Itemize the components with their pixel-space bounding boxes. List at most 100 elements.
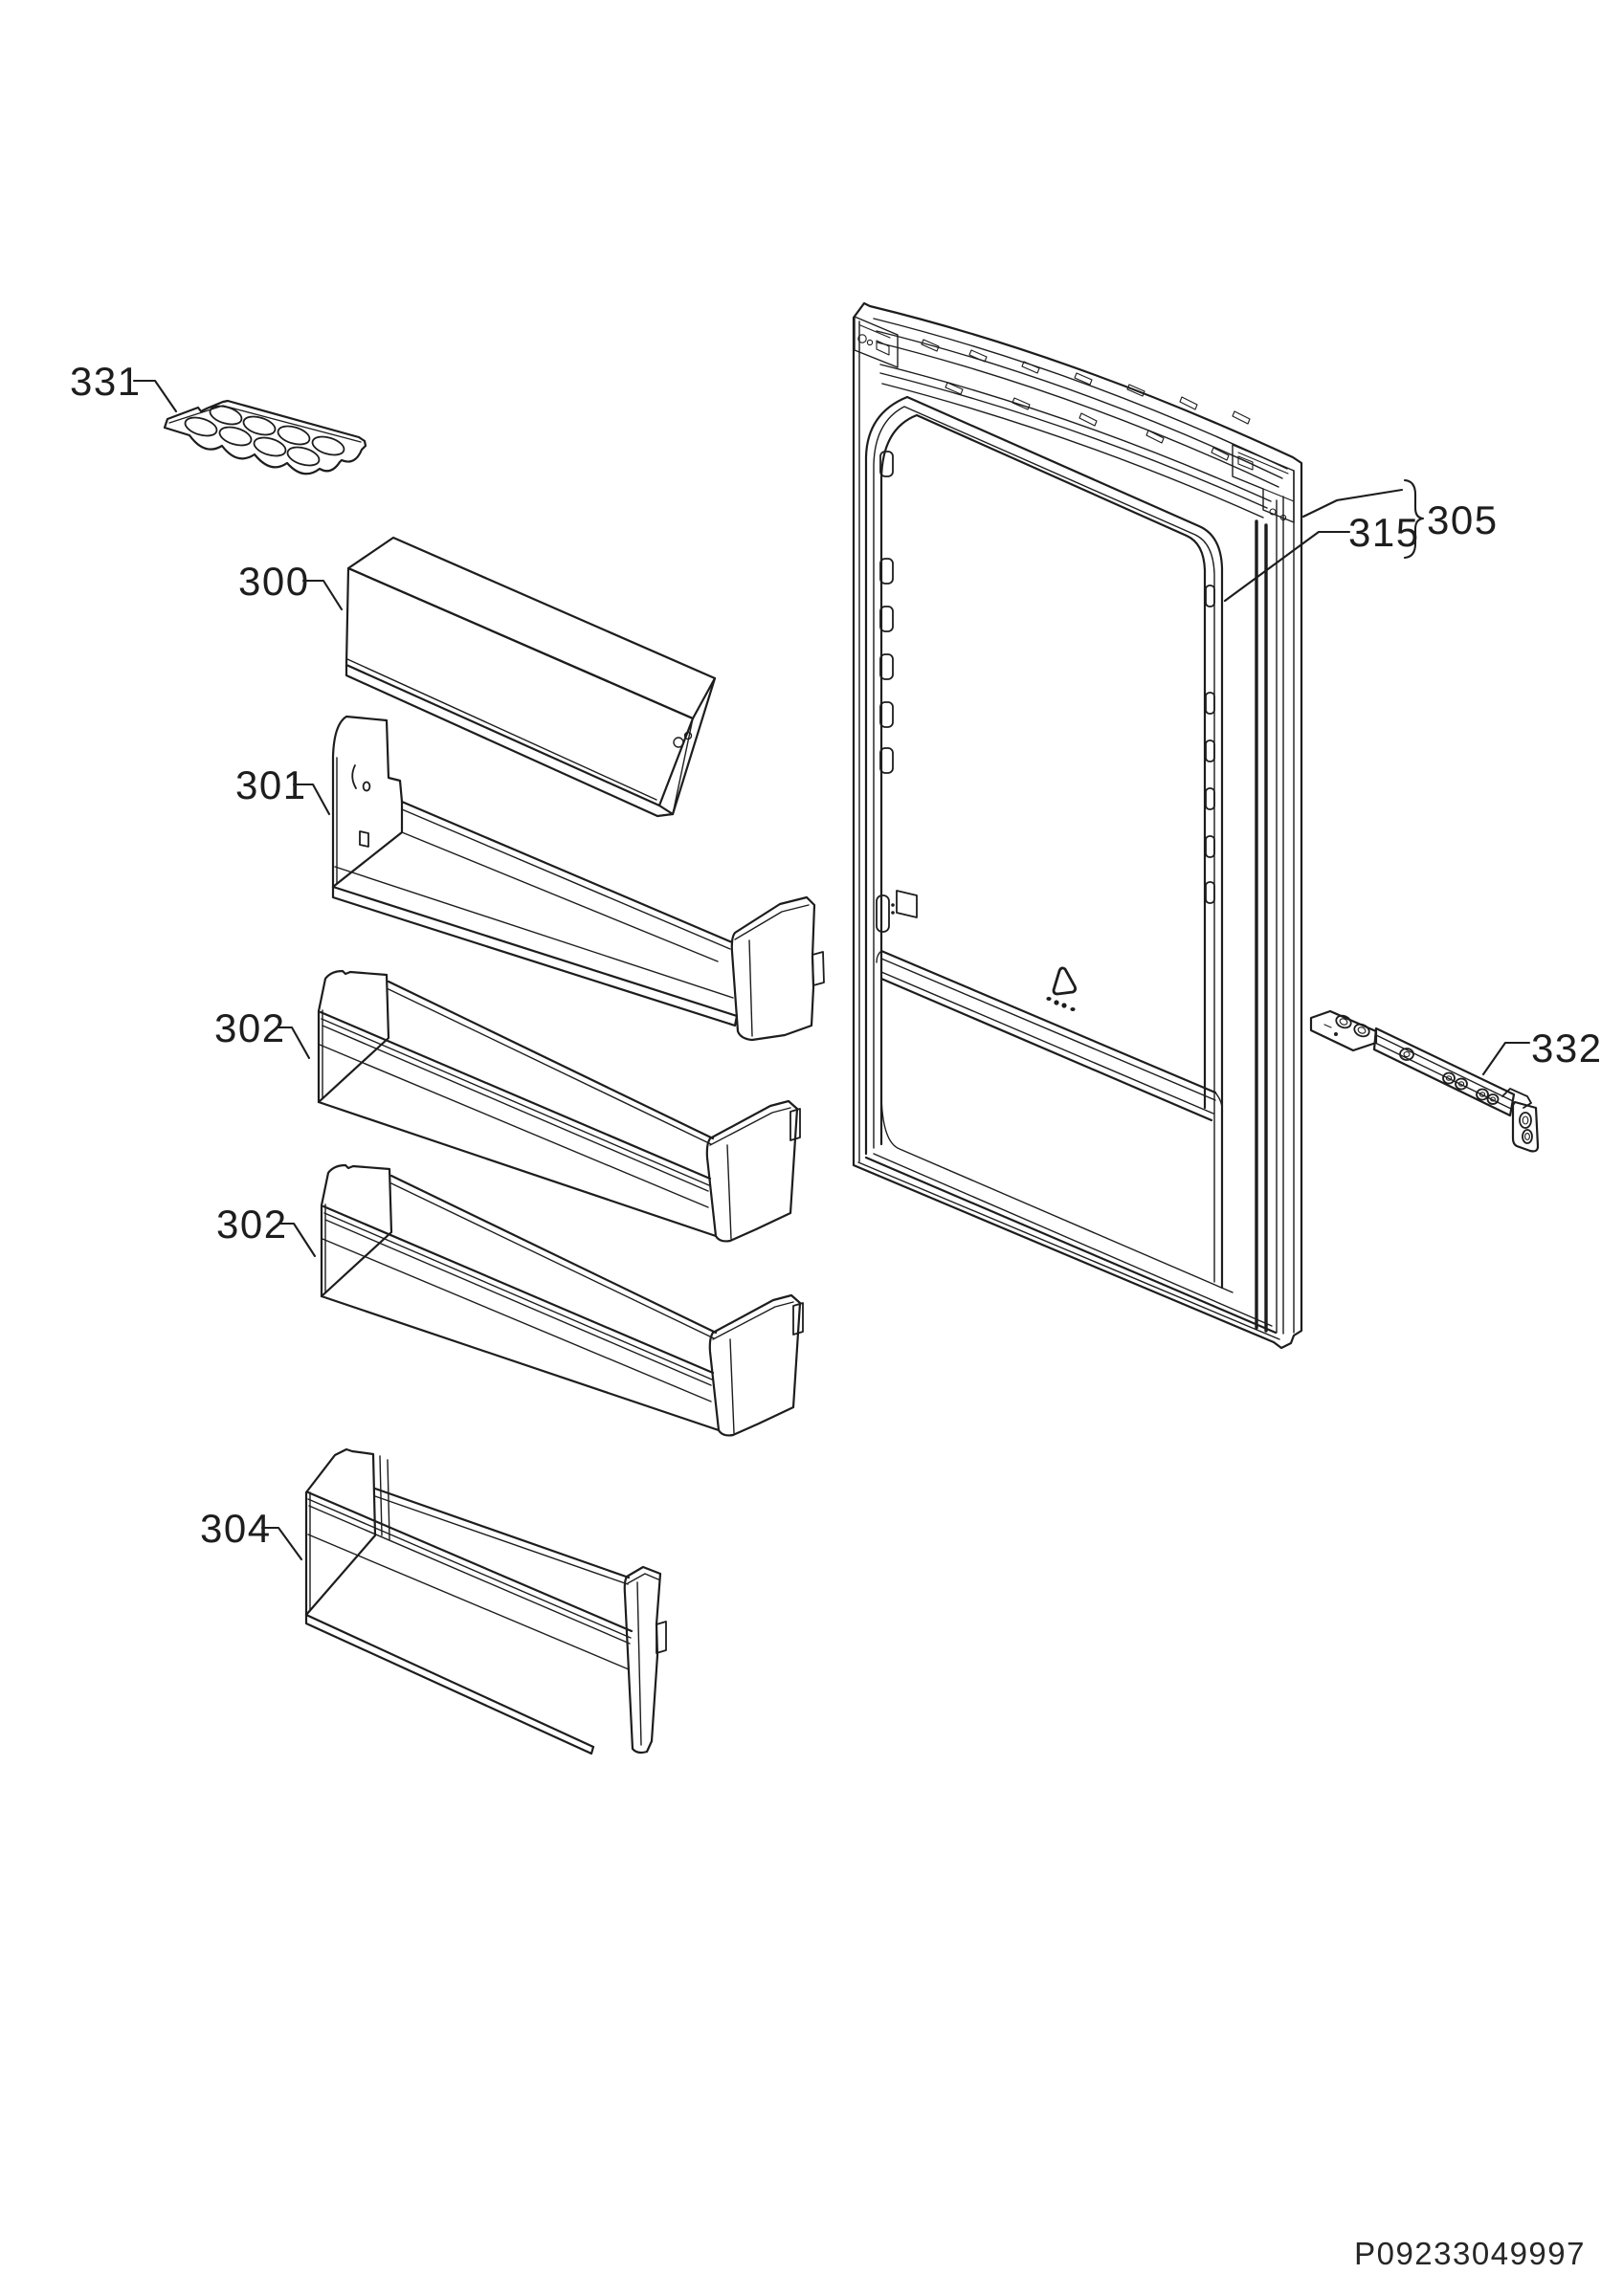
door-gasket <box>864 395 1224 1290</box>
band-slat <box>1179 396 1198 410</box>
shelf-cap-fold <box>748 939 753 1037</box>
tray-outline <box>163 399 367 475</box>
door-top-right-bracket <box>1232 444 1295 523</box>
rail-hole <box>1476 1088 1489 1101</box>
door-outer-silhouette <box>852 301 1303 1350</box>
hinge-rail <box>1309 1009 1540 1153</box>
door-edge-strip <box>1255 496 1284 1335</box>
callout-332: 332 <box>1531 1026 1603 1071</box>
leader-300 <box>301 579 344 611</box>
band-slat <box>1126 384 1145 397</box>
bin-back-rim <box>387 980 715 1140</box>
bin-left-wall <box>317 969 390 1104</box>
band-slat <box>1232 410 1251 425</box>
bin304-cap-tab <box>656 1621 667 1654</box>
liner-peg <box>879 451 894 477</box>
liner-peg <box>1205 740 1215 762</box>
leader-302-lower <box>277 1222 317 1258</box>
door-bin-upper <box>317 969 801 1243</box>
door-bin-lower <box>320 1163 805 1437</box>
leader-302-upper <box>275 1026 311 1060</box>
bin304-lip <box>304 1613 595 1755</box>
band-slat <box>1078 412 1098 427</box>
band-slat <box>968 349 988 363</box>
bracket-screw <box>1269 508 1277 516</box>
cover-screw <box>673 737 684 748</box>
recycle-icon <box>1046 966 1078 1011</box>
band-slat <box>1145 430 1165 444</box>
bin-front-rim <box>319 1010 712 1181</box>
shelf-left-wall <box>331 715 404 889</box>
shelf-cap-tab <box>812 951 825 986</box>
liner-peg <box>879 606 894 632</box>
leader-305 <box>1301 488 1404 519</box>
rail-hole <box>1353 1023 1370 1038</box>
band-slat <box>921 339 940 352</box>
door-shelf-cover <box>345 536 717 818</box>
callout-304: 304 <box>200 1506 272 1551</box>
leader-304 <box>260 1526 303 1561</box>
band-slat <box>1021 361 1040 374</box>
liner-peg <box>1205 692 1215 715</box>
band-slat <box>1211 447 1230 461</box>
liner-peg <box>879 558 894 585</box>
rail-hole <box>1399 1048 1414 1061</box>
bin304-front-rim <box>306 1490 634 1633</box>
bin304-cap-fold <box>636 1581 642 1746</box>
bin304-end-cap <box>623 1565 662 1755</box>
rail-body <box>1372 1027 1516 1117</box>
rail-hole <box>1486 1093 1500 1105</box>
shelf-front-top <box>334 866 734 999</box>
liner-latch <box>876 890 918 933</box>
callout-305: 305 <box>1427 497 1499 542</box>
shelf-front-bottom <box>331 885 739 1018</box>
bin-cap-fold <box>726 1144 732 1240</box>
callouts: 331 300 301 302 302 304 315 305 332 <box>70 359 1603 1561</box>
bin304-back-rim <box>373 1487 631 1579</box>
callout-brace <box>1403 478 1425 560</box>
callout-302-upper: 302 <box>214 1005 286 1050</box>
bin304-front-fold <box>307 1534 630 1670</box>
liner-peg <box>1205 585 1215 607</box>
callout-331: 331 <box>70 359 142 404</box>
bin-front-fold <box>319 1044 709 1208</box>
door-bottom-frame <box>857 1153 1280 1340</box>
shelf-floor-edge <box>401 831 719 962</box>
rail-hole <box>1455 1077 1468 1091</box>
bin-front-bottom <box>317 1100 718 1238</box>
callout-301: 301 <box>235 762 307 807</box>
shelf-lip <box>331 885 739 1027</box>
callout-315: 315 <box>1348 510 1420 555</box>
bottom-door-bin <box>304 1447 667 1755</box>
document-part-number: P09233049997 <box>1354 2236 1586 2271</box>
dairy-shelf <box>331 715 825 1042</box>
cover-front-face <box>345 566 695 807</box>
leader-332 <box>1481 1041 1531 1076</box>
callout-300: 300 <box>238 559 310 604</box>
band-slat <box>1012 397 1031 410</box>
rail-hole <box>1522 1129 1533 1144</box>
bin-end-cap <box>705 1099 799 1243</box>
band-slat <box>945 382 964 395</box>
cover-screw <box>683 731 693 740</box>
liner-peg <box>879 701 894 728</box>
shelf-end-cap <box>730 895 816 1042</box>
band-slat <box>1074 372 1093 386</box>
bin-cap-tab <box>789 1108 801 1141</box>
door-top-band <box>876 330 1283 519</box>
bracket-screw <box>857 334 867 343</box>
liner-peg <box>1205 787 1215 810</box>
bin304-left-wall <box>304 1447 377 1617</box>
liner-peg <box>879 653 894 680</box>
door-top-second-edge <box>873 318 1288 470</box>
rail-hole <box>1519 1112 1532 1129</box>
bracket-screw <box>866 339 874 346</box>
shelf-back-rim <box>400 800 734 944</box>
rail-hole <box>1335 1014 1352 1029</box>
door-inner-liner <box>876 413 1234 1293</box>
door-assembly <box>852 301 1303 1350</box>
callout-302-lower: 302 <box>216 1202 288 1247</box>
leader-331 <box>132 379 178 413</box>
